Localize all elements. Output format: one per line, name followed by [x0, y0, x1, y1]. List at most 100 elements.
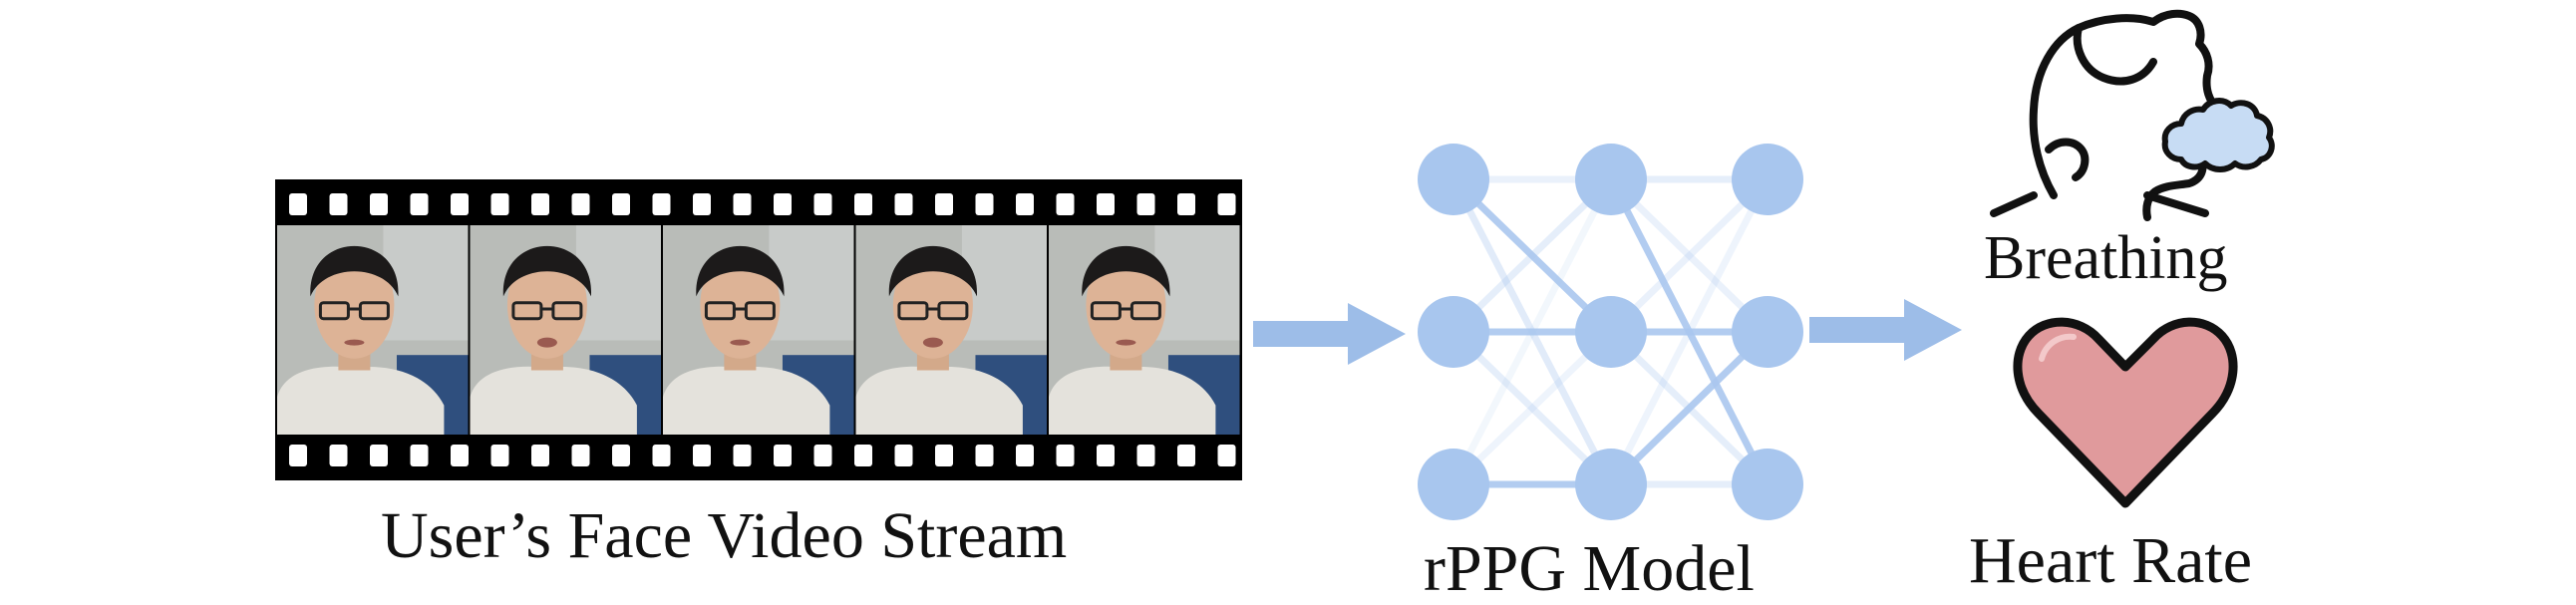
network-node [1732, 296, 1803, 368]
network-node [1418, 144, 1489, 215]
network-node [1418, 296, 1489, 368]
film-hole [1056, 445, 1075, 466]
film-hole [1016, 445, 1034, 466]
frame-glasses-right [744, 301, 776, 321]
video-frame [663, 225, 854, 435]
film-hole [410, 445, 429, 466]
film-hole [1136, 445, 1155, 466]
output-label-heart-rate: Heart Rate [1969, 524, 2253, 597]
film-holes-top [289, 193, 1236, 215]
input-label: User’s Face Video Stream [381, 499, 1068, 572]
film-hole [1016, 193, 1034, 215]
network-edge [1450, 329, 1614, 487]
video-frame [855, 225, 1047, 435]
video-frame [470, 225, 661, 435]
film-hole [571, 445, 590, 466]
film-hole [370, 193, 388, 215]
frame-glasses-left [511, 301, 543, 321]
network-edge [1449, 177, 1615, 486]
frame-mouth [1116, 339, 1136, 346]
network-node [1732, 144, 1803, 215]
film-hole [854, 193, 872, 215]
film-hole [1217, 193, 1236, 215]
network-edge [1608, 329, 1771, 487]
film-hole [612, 445, 630, 466]
film-hole [410, 193, 429, 215]
film-hole [894, 445, 913, 466]
film-hole [571, 193, 590, 215]
film-hole [894, 193, 913, 215]
frame-glasses-left [704, 301, 736, 321]
frame-shirt [663, 366, 830, 435]
film-hole [935, 193, 953, 215]
film-hole [774, 193, 792, 215]
frame-glasses-right [937, 301, 969, 321]
film-hole [612, 193, 630, 215]
frame-face [700, 250, 781, 359]
frame-hair [696, 245, 785, 297]
film-hole [733, 445, 752, 466]
video-frame [1049, 225, 1240, 435]
frame-glasses-right [1129, 301, 1161, 321]
film-hole [289, 193, 307, 215]
arrow-to-model [1253, 303, 1406, 365]
network-nodes [1418, 144, 1803, 520]
film-hole [813, 445, 832, 466]
film-hole [329, 193, 348, 215]
frame-shirt [470, 366, 637, 435]
video-frame [277, 225, 469, 435]
film-hole [1136, 193, 1155, 215]
film-hole [693, 445, 711, 466]
film-hole [1056, 193, 1075, 215]
film-hole [652, 193, 671, 215]
frame-hair [888, 245, 978, 297]
frame-shirt [855, 366, 1023, 435]
frame-glasses-left [318, 301, 350, 321]
film-hole [451, 193, 469, 215]
heart-icon [2013, 317, 2238, 508]
network-node [1575, 296, 1647, 368]
network-edge [1450, 176, 1614, 335]
film-hole [693, 193, 711, 215]
model-label: rPPG Model [1424, 532, 1755, 605]
frame-mouth [536, 337, 557, 348]
film-hole [1177, 445, 1195, 466]
frame-face [506, 250, 587, 359]
film-hole [975, 445, 994, 466]
frame-shirt [1049, 366, 1216, 435]
film-hole [531, 445, 549, 466]
frame-hair [502, 245, 592, 297]
film-hole [289, 445, 307, 466]
film-hole [370, 445, 388, 466]
frame-hair [1082, 245, 1170, 297]
network-edge [1608, 176, 1771, 335]
breath-cloud [2161, 98, 2275, 172]
film-holes-bottom [289, 445, 1236, 466]
frame-mouth [922, 337, 943, 348]
film-hole [490, 445, 509, 466]
arrow-to-outputs [1809, 299, 1962, 361]
film-hole [854, 445, 872, 466]
film-hole [652, 445, 671, 466]
frame-glasses-right [551, 301, 583, 321]
frame-face [1086, 250, 1166, 359]
frame-glasses-left [1090, 301, 1122, 321]
film-hole [975, 193, 994, 215]
film-hole [774, 445, 792, 466]
film-hole [1217, 445, 1236, 466]
rppg-network [1418, 144, 1803, 520]
film-strip [275, 179, 1242, 480]
film-hole [490, 193, 509, 215]
frame-face [892, 250, 973, 359]
frame-glasses-right [358, 301, 390, 321]
frame-glasses-left [897, 301, 929, 321]
network-edge [1607, 177, 1771, 486]
film-hole [813, 193, 832, 215]
output-label-breathing: Breathing [1984, 224, 2228, 292]
film-hole [1097, 445, 1115, 466]
breathing-person-icon [1990, 9, 2275, 221]
film-hole [935, 445, 953, 466]
network-edge [1450, 176, 1614, 335]
film-hole [329, 445, 348, 466]
